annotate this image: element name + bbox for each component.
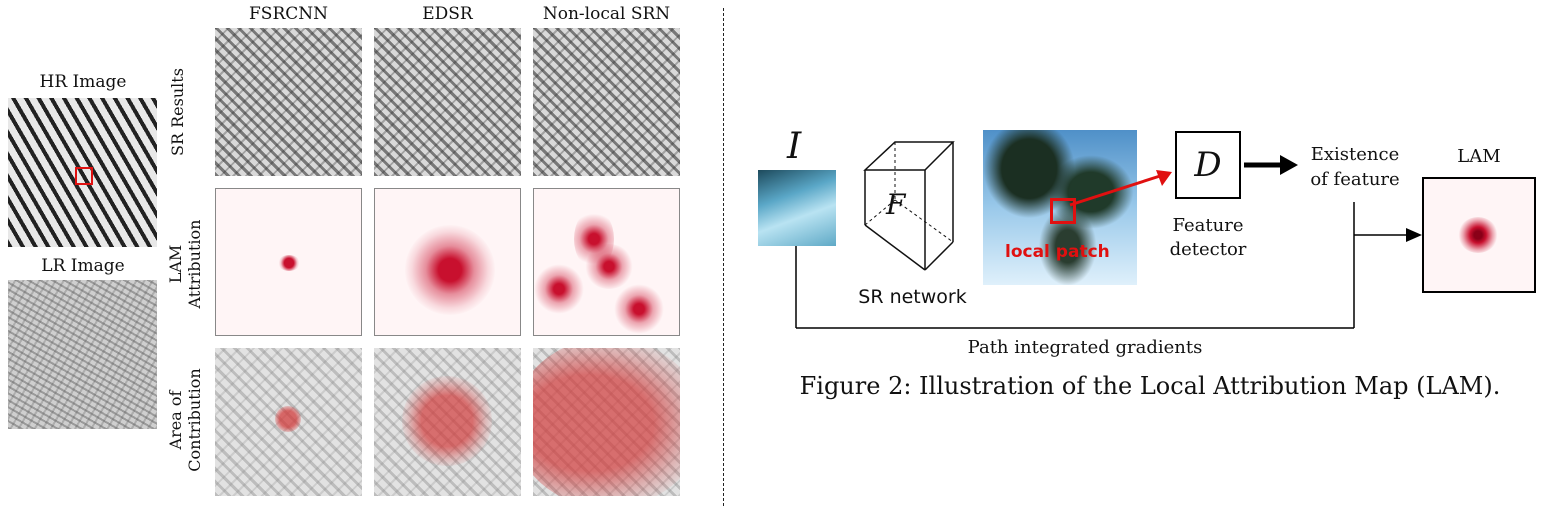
network-symbol: F [886,188,906,221]
hr-image-label: HR Image [39,72,127,92]
sr-result-nlsrn [533,28,680,176]
row-label-text: LAM Attribution [166,219,204,309]
input-symbol: I [787,126,802,167]
sr-network-label: SR network [858,286,967,308]
area-fsrcnn [215,348,362,496]
existence-label: Existence of feature [1310,144,1400,190]
lam-hotspot [534,264,584,314]
lam-hotspot [584,244,634,289]
row-label-area: Area of Contribution [166,360,210,480]
sr-network-prism [863,141,955,271]
lam-edsr [374,188,521,336]
col-header-fsrcnn: FSRCNN [249,4,328,24]
contribution-area [533,348,680,496]
feature-detector-box: D [1175,131,1241,199]
gradient-path-lines [795,202,1422,329]
lr-image [8,280,157,429]
local-patch-label: local patch [1005,242,1110,262]
area-nlsrn [533,348,680,496]
feature-detector-label: Feature detector [1169,215,1247,260]
detector-to-existence-arrow [1244,155,1298,175]
local-patch-marker [1050,198,1076,224]
figure-divider [723,8,724,506]
contribution-area [275,406,301,432]
lam-hotspot [614,284,664,334]
patch-to-detector-arrow [1069,170,1172,207]
sr-result-edsr [374,28,521,176]
hr-patch-marker [75,167,93,185]
detector-symbol: D [1194,145,1222,185]
row-label-text: SR Results [168,68,187,156]
lam-hotspot [278,255,300,271]
hr-image [8,98,157,247]
lam-output-label: LAM [1457,146,1501,167]
figure-caption: Figure 2: Illustration of the Local Attr… [799,372,1501,400]
contribution-area [402,376,492,466]
lam-hotspot [405,225,495,315]
lam-hotspot [1458,217,1498,253]
col-header-nlsrn: Non-local SRN [542,4,671,24]
lam-output-map [1422,177,1536,293]
row-label-lam: LAM Attribution [166,204,210,324]
lam-fsrcnn [215,188,362,336]
input-image [758,170,836,246]
sr-output-image: local patch [983,130,1137,285]
area-edsr [374,348,521,496]
col-header-edsr: EDSR [422,4,473,24]
lam-nlsrn [533,188,680,336]
lr-image-label: LR Image [41,256,125,276]
path-gradients-label: Path integrated gradients [967,337,1203,358]
row-label-text: Area of Contribution [166,368,204,472]
row-label-sr-results: SR Results [168,52,208,172]
sr-result-fsrcnn [215,28,362,176]
